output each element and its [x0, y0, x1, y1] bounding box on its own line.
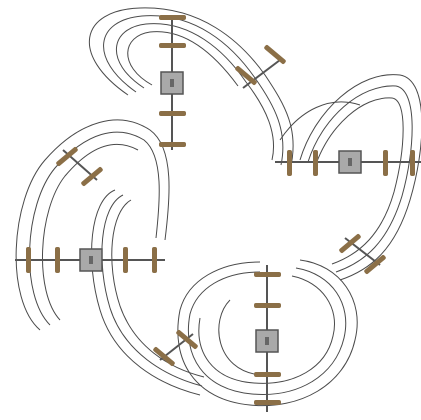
wooden-tie-icon — [313, 150, 318, 176]
junction-right[interactable] — [338, 150, 362, 174]
wooden-tie-icon — [287, 150, 292, 176]
wooden-tie-icon — [254, 272, 281, 277]
wooden-tie-icon — [159, 15, 186, 20]
wooden-tie-icon — [364, 255, 386, 274]
wooden-tie-icon — [254, 372, 281, 377]
wooden-tie-icon — [159, 43, 186, 48]
wooden-tie-icon — [55, 247, 60, 273]
wooden-tie-icon — [264, 45, 286, 64]
wooden-tie-icon — [152, 247, 157, 273]
rail-diagonal-top-right — [242, 59, 281, 89]
ties — [26, 15, 415, 405]
wooden-tie-icon — [254, 303, 281, 308]
track-loop-bottom — [177, 259, 358, 407]
wooden-tie-icon — [159, 111, 186, 116]
wooden-tie-icon — [123, 247, 128, 273]
track-loop-left — [15, 119, 205, 396]
junction-left[interactable] — [79, 248, 103, 272]
wooden-tie-icon — [26, 247, 31, 273]
wooden-tie-icon — [176, 330, 198, 349]
wooden-tie-icon — [235, 66, 257, 85]
wooden-tie-icon — [410, 150, 415, 176]
junction-top[interactable] — [160, 71, 184, 95]
wooden-tie-icon — [81, 167, 103, 186]
wooden-tie-icon — [383, 150, 388, 176]
wooden-tie-icon — [254, 400, 281, 405]
wooden-tie-icon — [339, 234, 361, 253]
junction-bottom[interactable] — [255, 329, 279, 353]
track-loop-right — [279, 74, 421, 281]
wooden-tie-icon — [56, 147, 78, 166]
wooden-tie-icon — [153, 347, 175, 366]
track-loop-top — [88, 7, 294, 171]
wooden-tie-icon — [159, 142, 186, 147]
